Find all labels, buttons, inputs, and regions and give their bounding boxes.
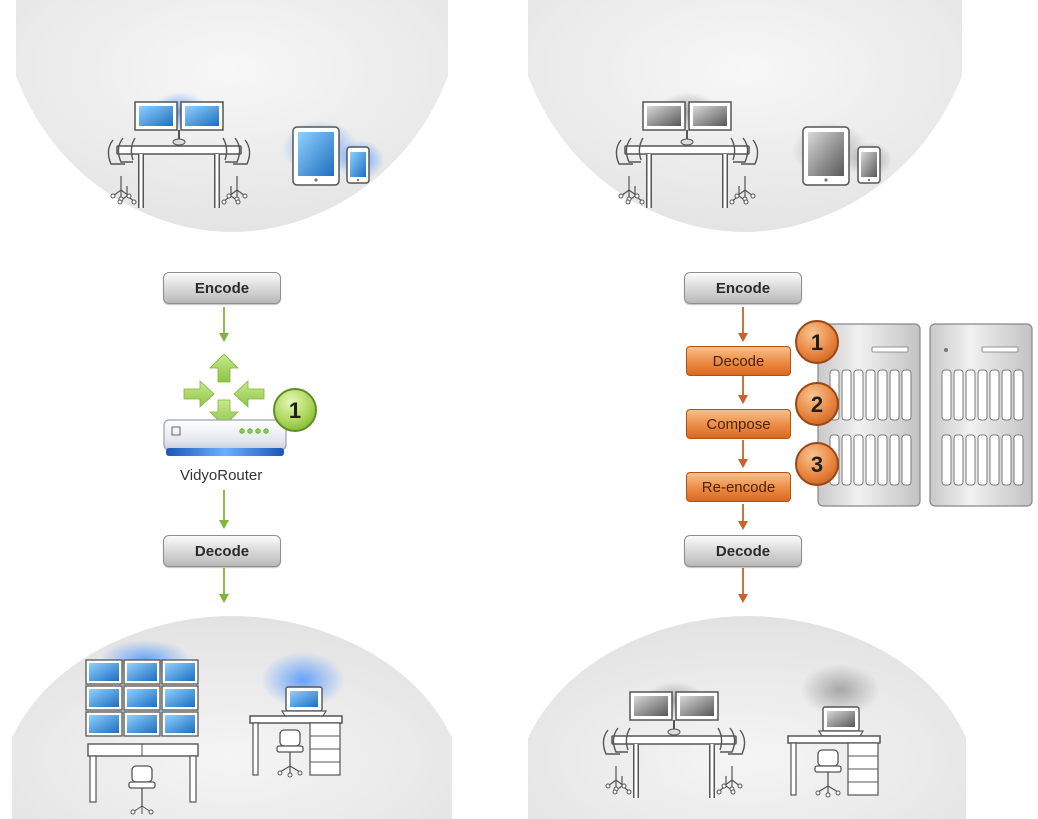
bottom-left-desk-with-laptop xyxy=(249,652,345,778)
step-badge-2: 2 xyxy=(795,382,839,426)
bottom-right-dome xyxy=(528,616,966,819)
bottom-left-video-wall xyxy=(85,640,199,815)
top-right-tablet-and-phone xyxy=(792,122,892,186)
router-four-arrows-icon xyxy=(183,353,265,427)
right-arrow-encode-to-decode xyxy=(738,307,748,342)
right-encode-box: Encode xyxy=(684,272,802,304)
step-badge-3: 3 xyxy=(795,442,839,486)
right-arrow-decode-to-bottom xyxy=(738,568,748,603)
left-arrow-encode-to-router xyxy=(219,307,229,342)
top-right-dome xyxy=(528,0,962,232)
step-reencode-box: Re-encode xyxy=(686,472,791,502)
top-left-conference-room xyxy=(108,92,249,208)
top-left-dome xyxy=(16,0,448,232)
left-arrow-router-to-decode xyxy=(219,490,229,529)
left-encode-box: Encode xyxy=(163,272,281,304)
left-badge-1: 1 xyxy=(273,388,317,432)
top-right-conference-room xyxy=(616,92,757,208)
left-decode-box: Decode xyxy=(163,535,281,567)
vidyo-router-label: VidyoRouter xyxy=(180,467,263,484)
step-compose-box: Compose xyxy=(686,409,791,439)
right-decode-box: Decode xyxy=(684,535,802,567)
right-arrow-decode-to-compose xyxy=(738,376,748,404)
top-left-tablet-and-phone xyxy=(282,120,384,186)
step-decode-box: Decode xyxy=(686,346,791,376)
server-rack-right-icon xyxy=(929,323,1033,507)
bottom-left-dome xyxy=(12,616,452,819)
bottom-right-desk-with-laptop xyxy=(787,664,881,798)
server-rack-left-icon xyxy=(817,323,921,507)
left-arrow-decode-to-bottom xyxy=(219,568,229,603)
right-arrow-reencode-to-decode xyxy=(738,504,748,530)
vidyo-router-icon xyxy=(163,419,287,456)
step-badge-1: 1 xyxy=(795,320,839,364)
bottom-right-conference-room xyxy=(603,682,744,798)
right-arrow-compose-to-reencode xyxy=(738,440,748,468)
